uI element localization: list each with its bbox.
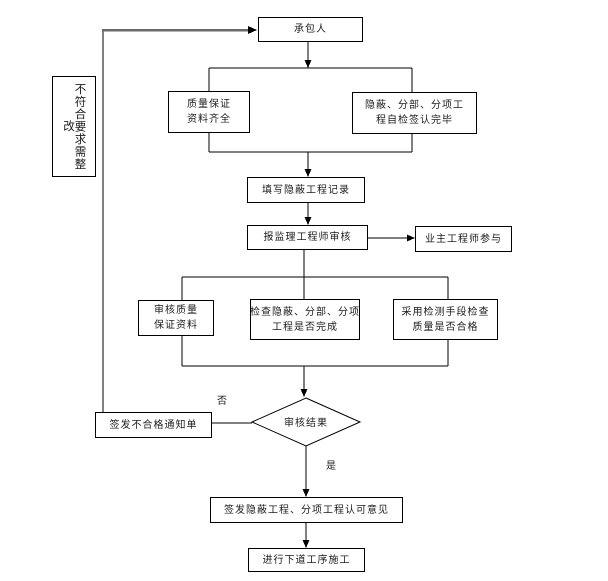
node-report-supervisor: 报监理工程师审核 <box>247 225 368 250</box>
node-next-process-label: 进行下道工序施工 <box>262 554 351 566</box>
node-issue-notice: 签发不合格通知单 <box>95 412 212 438</box>
arrowhead-into-contractor <box>248 26 257 34</box>
arrowhead-into-owner <box>407 234 415 242</box>
node-qa-data-line2: 资料齐全 <box>187 114 231 125</box>
node-fill-record: 填写隐蔽工程记录 <box>247 177 365 203</box>
node-issue-notice-label: 签发不合格通知单 <box>109 419 198 431</box>
node-qa-data: 质量保证 资料齐全 <box>168 91 250 133</box>
node-self-check: 隐蔽、分部、分项工 程自检签认完毕 <box>352 92 477 134</box>
arrowhead-into-next <box>302 540 310 548</box>
arrowhead-into-fill-record <box>304 169 312 177</box>
node-rectify-note: 不符合要求需整改 <box>52 76 96 177</box>
node-check-complete-line2: 工程是否完成 <box>272 321 338 333</box>
node-fill-record-label: 填写隐蔽工程记录 <box>262 184 350 196</box>
node-self-check-line2: 程自检签认完毕 <box>376 115 453 126</box>
node-detect-quality: 采用检测手段检查 质量是否合格 <box>393 299 498 340</box>
node-owner-engineer: 业主工程师参与 <box>415 226 512 252</box>
node-rectify-note-label: 不符合要求需整改 <box>62 82 88 171</box>
node-detect-quality-line1: 采用检测手段检查 <box>401 306 490 318</box>
node-check-complete: 检查隐蔽、分部、分项 工程是否完成 <box>250 299 360 340</box>
node-self-check-line1: 隐蔽、分部、分项工 <box>365 100 464 111</box>
edge-label-no: 否 <box>217 396 228 407</box>
node-issue-approval: 签发隐蔽工程、分项工程认可意见 <box>210 497 403 523</box>
decision-label: 审核结果 <box>284 418 328 429</box>
node-detect-quality-line2: 质量是否合格 <box>412 321 479 333</box>
arrowhead-into-approval <box>302 489 310 497</box>
node-qa-data-line1: 质量保证 <box>187 99 231 110</box>
node-owner-engineer-label: 业主工程师参与 <box>425 233 502 245</box>
node-check-complete-line1: 检查隐蔽、分部、分项 <box>250 306 360 318</box>
node-report-supervisor-label: 报监理工程师审核 <box>263 232 352 243</box>
node-contractor: 承包人 <box>258 17 363 42</box>
arrowhead-into-split <box>304 60 312 68</box>
edge-label-yes: 是 <box>326 461 337 472</box>
node-review-qa-line1: 审核质量 <box>154 305 198 316</box>
node-review-qa-line2: 保证资料 <box>154 320 198 331</box>
arrowhead-into-decision <box>300 389 308 397</box>
arrowhead-into-report <box>304 217 312 225</box>
node-contractor-label: 承包人 <box>294 24 327 35</box>
node-issue-approval-label: 签发隐蔽工程、分项工程认可意见 <box>224 504 389 516</box>
node-next-process: 进行下道工序施工 <box>248 548 365 572</box>
node-review-qa: 审核质量 保证资料 <box>138 300 214 336</box>
